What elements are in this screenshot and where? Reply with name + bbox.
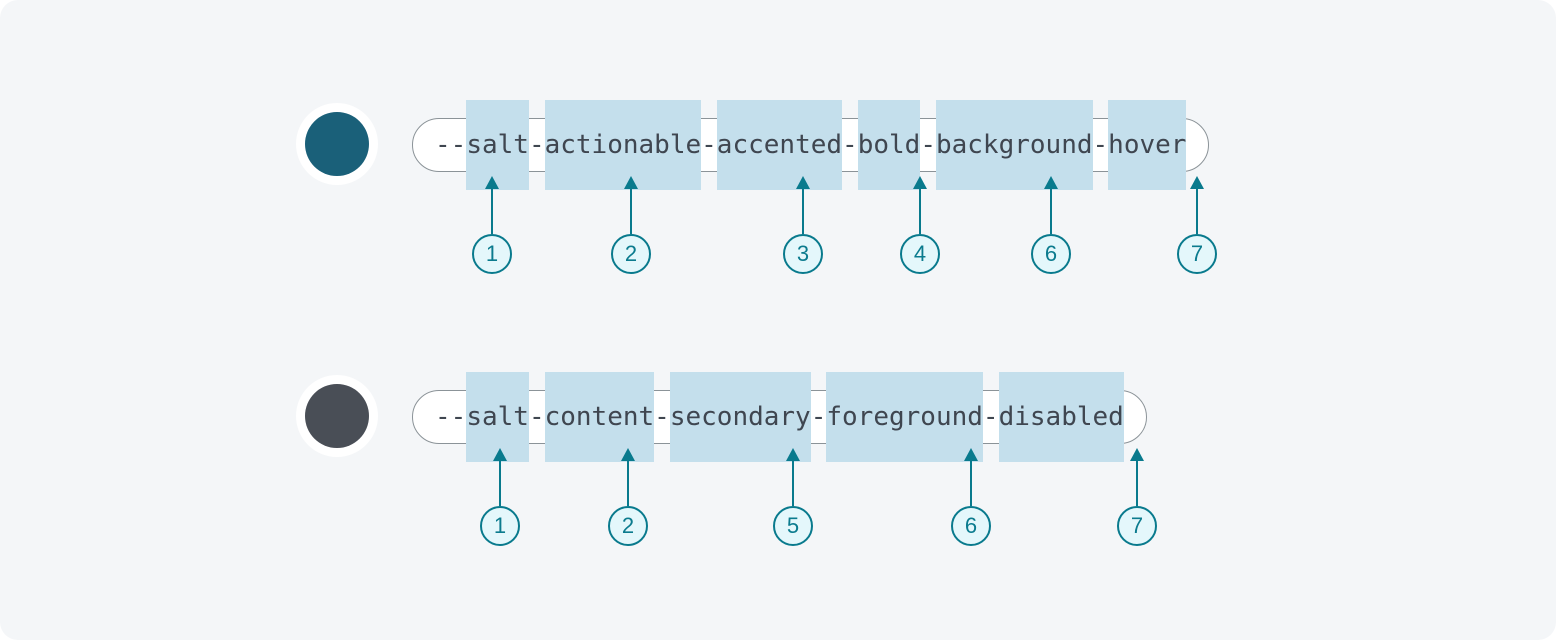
callout-leader-line <box>1195 188 1199 234</box>
arrow-up-icon <box>1130 448 1144 461</box>
token-separator: - <box>528 130 545 160</box>
callout-leader-line <box>1049 188 1053 234</box>
token-segment-salt: salt <box>466 372 529 462</box>
token-separator: - <box>842 130 858 160</box>
actionable-accented-bold-background-hover-swatch <box>305 112 369 176</box>
token-segment-disabled: disabled <box>998 372 1125 462</box>
token-separator: - <box>982 402 999 432</box>
token-separator: - <box>654 402 670 432</box>
token-segment-accented: accented <box>716 100 843 190</box>
callout-badge[interactable]: 4 <box>900 234 940 274</box>
token-segment-secondary: secondary <box>669 372 811 462</box>
token-separator: -- <box>435 130 467 160</box>
callout-leader-line <box>801 188 805 234</box>
callout-badge[interactable]: 7 <box>1117 506 1157 546</box>
arrow-up-icon <box>796 176 810 189</box>
token-separator: - <box>810 402 827 432</box>
token-segment-actionable: actionable <box>544 100 701 190</box>
arrow-up-icon <box>493 448 507 461</box>
token-segment-bold: bold <box>857 100 920 190</box>
arrow-up-icon <box>621 448 635 461</box>
color-swatch-ring <box>296 375 378 457</box>
callout-leader-line <box>498 460 502 506</box>
token-segment-hover: hover <box>1108 100 1187 190</box>
callout-badge[interactable]: 2 <box>611 234 651 274</box>
callout-leader-line <box>791 460 795 506</box>
arrow-up-icon <box>1190 176 1204 189</box>
callout-leader-line <box>969 460 973 506</box>
callout-leader-line <box>1135 460 1139 506</box>
arrow-up-icon <box>786 448 800 461</box>
token-separator: -- <box>435 402 467 432</box>
color-swatch-ring <box>296 103 378 185</box>
arrow-up-icon <box>964 448 978 461</box>
token-segment-salt: salt <box>466 100 529 190</box>
token-pill[interactable]: --salt-actionable-accented-bold-backgrou… <box>412 100 1210 190</box>
callout-badge[interactable]: 6 <box>951 506 991 546</box>
arrow-up-icon <box>913 176 927 189</box>
token-separator: - <box>701 130 717 160</box>
token-separator: - <box>528 402 545 432</box>
arrow-up-icon <box>624 176 638 189</box>
token-segment-foreground: foreground <box>826 372 983 462</box>
token-separator: - <box>1092 130 1109 160</box>
token-separator: - <box>920 130 936 160</box>
arrow-up-icon <box>485 176 499 189</box>
arrow-up-icon <box>1044 176 1058 189</box>
callout-badge[interactable]: 1 <box>480 506 520 546</box>
callout-leader-line <box>918 188 922 234</box>
callout-leader-line <box>490 188 494 234</box>
callout-badge[interactable]: 1 <box>472 234 512 274</box>
callout-badge[interactable]: 6 <box>1031 234 1071 274</box>
callout-leader-line <box>629 188 633 234</box>
callout-badge[interactable]: 7 <box>1177 234 1217 274</box>
callout-leader-line <box>626 460 630 506</box>
callout-badge[interactable]: 2 <box>608 506 648 546</box>
callout-badge[interactable]: 3 <box>783 234 823 274</box>
content-secondary-foreground-disabled-swatch <box>305 384 369 448</box>
token-segment-content: content <box>544 372 654 462</box>
callout-badge[interactable]: 5 <box>773 506 813 546</box>
token-segment-background: background <box>935 100 1093 190</box>
token-pill[interactable]: --salt-content-secondary-foreground-disa… <box>412 372 1147 462</box>
